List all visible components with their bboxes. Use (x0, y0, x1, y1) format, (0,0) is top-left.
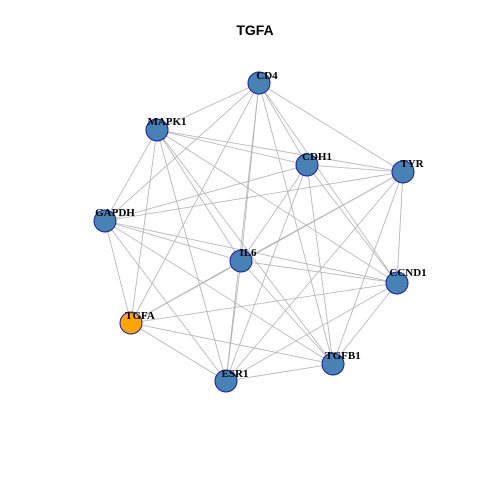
edge-cd4-mapk1 (156, 82, 260, 131)
node-label-cdh1: CDH1 (302, 151, 332, 163)
diagram-title: TGFA (236, 22, 273, 38)
edge-mapk1-il6 (156, 129, 242, 262)
edge-mapk1-cdh1 (156, 129, 308, 166)
node-label-tgfa: TGFA (125, 310, 155, 322)
edge-esr1-tgfb1 (225, 363, 334, 382)
edge-cdh1-gapdh (104, 164, 308, 222)
edge-cd4-cdh1 (258, 82, 308, 166)
edge-tyr-ccnd1 (396, 171, 404, 284)
edge-mapk1-tgfb1 (156, 129, 334, 365)
node-circle-cd4[interactable] (247, 71, 271, 95)
node-circle-mapk1[interactable] (145, 118, 169, 142)
edge-cd4-tyr (258, 82, 404, 173)
edge-cdh1-il6 (240, 164, 308, 262)
edge-cdh1-tgfb1 (306, 164, 334, 365)
edge-tgfa-esr1 (130, 322, 227, 382)
node-circle-il6[interactable] (229, 249, 253, 273)
edge-tyr-gapdh (104, 171, 404, 222)
node-label-mapk1: MAPK1 (147, 116, 186, 128)
node-tgfa[interactable]: TGFA (119, 310, 155, 335)
node-circle-gapdh[interactable] (93, 209, 117, 233)
edge-mapk1-ccnd1 (156, 129, 398, 284)
node-cd4[interactable]: CD4 (247, 70, 278, 95)
edge-cd4-tgfb1 (258, 82, 334, 365)
edge-tyr-tgfb1 (332, 171, 404, 365)
edge-ccnd1-tgfb1 (332, 282, 398, 365)
node-circle-ccnd1[interactable] (385, 271, 409, 295)
edge-ccnd1-esr1 (225, 282, 398, 382)
node-circle-tgfb1[interactable] (321, 352, 345, 376)
node-il6[interactable]: IL6 (229, 247, 257, 273)
edge-il6-esr1 (225, 260, 242, 382)
node-label-tgfb1: TGFB1 (325, 350, 360, 362)
edge-cd4-ccnd1 (258, 82, 398, 284)
node-label-gapdh: GAPDH (95, 207, 135, 219)
node-mapk1[interactable]: MAPK1 (145, 116, 187, 142)
edge-il6-ccnd1 (240, 260, 398, 284)
edge-gapdh-esr1 (104, 220, 227, 382)
edge-gapdh-ccnd1 (104, 220, 398, 284)
node-label-esr1: ESR1 (222, 368, 249, 380)
edge-gapdh-tgfb1 (104, 220, 334, 365)
edge-cdh1-ccnd1 (306, 164, 398, 284)
node-circle-tgfa[interactable] (119, 311, 143, 335)
edge-mapk1-tyr (156, 129, 404, 173)
edge-tgfa-tgfb1 (130, 322, 334, 365)
edge-layer (104, 82, 404, 382)
node-label-ccnd1: CCND1 (389, 267, 426, 279)
edge-il6-tgfb1 (240, 260, 334, 365)
node-circle-cdh1[interactable] (295, 153, 319, 177)
edge-cdh1-tyr (306, 164, 404, 173)
node-tgfb1[interactable]: TGFB1 (321, 350, 361, 376)
edge-mapk1-esr1 (156, 129, 227, 382)
node-ccnd1[interactable]: CCND1 (385, 267, 427, 295)
node-circle-esr1[interactable] (214, 369, 238, 393)
node-cdh1[interactable]: CDH1 (295, 151, 332, 177)
edge-il6-tgfa (130, 260, 242, 324)
node-label-il6: IL6 (239, 247, 257, 259)
edge-ccnd1-tgfa (130, 282, 398, 324)
edge-cd4-gapdh (104, 82, 260, 222)
edge-mapk1-gapdh (104, 129, 158, 222)
node-esr1[interactable]: ESR1 (214, 368, 249, 393)
edge-gapdh-il6 (104, 220, 242, 262)
node-label-tyr: TYR (400, 158, 424, 170)
edge-cd4-esr1 (225, 82, 260, 382)
edge-gapdh-tgfa (104, 220, 132, 324)
node-gapdh[interactable]: GAPDH (93, 207, 135, 233)
node-circle-tyr[interactable] (391, 160, 415, 184)
node-tyr[interactable]: TYR (391, 158, 425, 184)
edge-mapk1-tgfa (130, 129, 158, 324)
node-label-cd4: CD4 (256, 70, 278, 82)
edge-tyr-esr1 (225, 171, 404, 382)
